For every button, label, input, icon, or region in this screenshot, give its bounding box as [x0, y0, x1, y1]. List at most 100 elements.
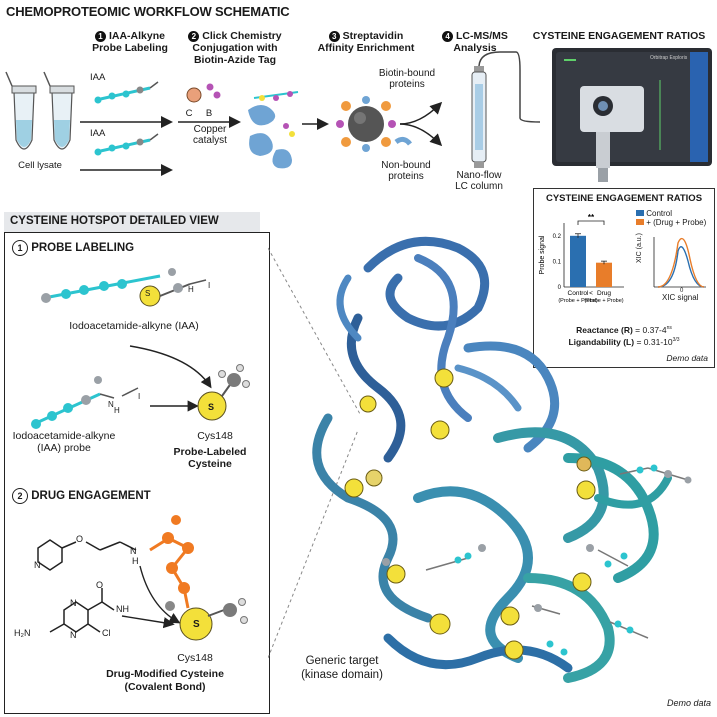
mass-spectrometer-icon	[552, 48, 712, 182]
atom-c-label: C	[185, 108, 193, 119]
protein-label: Generic target (kinase domain)	[286, 654, 398, 682]
atom-i-1: I	[208, 281, 211, 290]
atom-n-amide: N	[130, 546, 137, 556]
probe-line1: Iodoacetamide-alkyne	[12, 430, 116, 442]
significance-bracket	[577, 220, 605, 225]
drug-mod-line2: (Covalent Bond)	[124, 681, 206, 693]
ligandability-value: = 0.31-10	[636, 337, 673, 347]
step2-line2: Conjugation with	[192, 42, 278, 54]
legend-control: Control	[636, 209, 712, 218]
copper-line2: catalyst	[193, 135, 227, 146]
drug-modified-label: Drug-Modified Cysteine (Covalent Bond)	[60, 668, 270, 694]
cys-bottom-label: Cys148	[177, 652, 213, 664]
workflow-title: CHEMOPROTEOMIC WORKFLOW SCHEMATIC	[6, 4, 290, 19]
atom-n-probe: N	[108, 400, 114, 409]
y-tick-label: 0.2	[553, 234, 562, 240]
atom-n-pyridine: N	[34, 560, 41, 570]
step2-line3: Biotin-Azide Tag	[193, 54, 277, 66]
y-tick-label: 0.1	[553, 259, 562, 265]
xic-tick: 0	[680, 288, 684, 294]
copper-catalyst-label: Copper catalyst	[180, 124, 240, 146]
atom-s-2: S	[208, 402, 215, 412]
x-tick-label: Control	[568, 290, 590, 297]
workflow-diagram	[5, 48, 712, 182]
xic-plot	[653, 237, 706, 288]
legend-swatch-control	[636, 210, 644, 216]
y-axis-label: Probe signal	[539, 235, 546, 274]
legend-drug: + (Drug + Probe)	[636, 218, 712, 227]
lc-column-icon	[471, 51, 541, 168]
step3-line1: Streptavidin	[342, 30, 404, 42]
cell-lysate-label: Cell lysate	[18, 160, 62, 171]
reactance-value: = 0.37-4	[635, 325, 667, 335]
probe-labeled-label: Probe-Labeled Cysteine	[150, 446, 270, 470]
reactance-label: Reactance (R)	[576, 325, 633, 335]
section2-number: 2	[12, 488, 28, 504]
reactance-stat: Reactance (R) = 0.37-4ns	[534, 325, 714, 335]
step4-line1: LC-MS/MS	[456, 30, 508, 42]
probe-labeling-diagram	[31, 268, 250, 429]
drug-mod-line1: Drug-Modified Cysteine	[106, 668, 224, 680]
legend-swatch-drug	[636, 219, 644, 225]
copper-line1: Copper	[193, 124, 227, 135]
protein-demo-label: Demo data	[666, 698, 711, 708]
y-tick-label: 0	[558, 285, 562, 291]
instrument-label: Orbitrap Exploris	[650, 55, 688, 61]
hotspot-header-bar	[4, 212, 260, 232]
section1-title-text: PROBE LABELING	[31, 242, 135, 254]
streptavidin-bead-icon	[336, 96, 396, 152]
step1-number: 1	[95, 31, 107, 42]
atom-b-label: B	[205, 108, 213, 119]
protein-label-line1: Generic target	[305, 655, 379, 667]
iaa-bottom-label: IAA	[90, 128, 106, 139]
x-tick-sublabel: (Probe + Probe)	[558, 298, 597, 304]
x-tick-sublabel: (Probe + Probe)	[584, 298, 623, 304]
atom-o: O	[76, 534, 84, 544]
ligandability-stat: Ligandability (L) = 0.31-103/3	[534, 337, 714, 347]
atom-nh-1: H	[188, 285, 194, 294]
iaa-top-label: IAA	[90, 72, 106, 83]
x-tick-joiner: <	[589, 290, 593, 297]
x-tick-label: Drug	[597, 290, 611, 297]
biotin-line2: proteins	[389, 79, 425, 90]
step3-line2: Affinity Enrichment	[317, 42, 415, 54]
bar-drug	[596, 262, 612, 287]
iaa-molecule-icon	[94, 81, 159, 104]
step2-header: 2 Click Chemistry Conjugation with Bioti…	[180, 30, 290, 66]
atom-o-amide: O	[96, 580, 104, 590]
legend-control-label: Control	[646, 209, 673, 218]
nonbound-line2: proteins	[388, 171, 424, 182]
nonbound-line1: Non-bound	[381, 160, 431, 171]
column-line2: LC column	[455, 181, 503, 192]
step4-number: 4	[442, 31, 454, 42]
ligandability-sup: 3/3	[672, 337, 680, 344]
step1-line2: Probe Labeling	[92, 42, 168, 54]
chart-legend: Control + (Drug + Probe)	[636, 209, 712, 227]
drug-engagement-diagram	[37, 515, 248, 641]
xic-signal-label: XIC signal	[662, 293, 699, 302]
sulfur-atoms	[344, 368, 596, 660]
reactance-sup: ns	[666, 325, 672, 332]
atom-n-pyrazine-bottom: N	[70, 630, 77, 640]
iaa-name-label: Iodoacetamide-alkyne (IAA)	[69, 320, 199, 332]
atom-h2n: H₂N	[14, 628, 31, 638]
step2-number: 2	[188, 31, 200, 42]
chart-title: CYSTEINE ENGAGEMENT RATIOS	[545, 193, 703, 204]
atom-n-pyrazine-top: N	[70, 598, 77, 608]
protein-blob-icon	[248, 91, 299, 169]
chart-demo-label: Demo data	[666, 353, 708, 363]
section2-title-text: DRUG ENGAGEMENT	[31, 490, 151, 502]
column-line1: Nano-flow	[456, 170, 502, 181]
atom-s-3: S	[193, 619, 200, 630]
probe-labeled-line2: Cysteine	[188, 458, 232, 470]
step3-header: 3 Streptavidin Affinity Enrichment	[312, 30, 420, 54]
non-bound-label: Non-bound proteins	[374, 160, 438, 182]
atom-h-amide: H	[132, 556, 139, 566]
step3-number: 3	[328, 31, 340, 42]
biotin-atom-icon	[206, 83, 214, 91]
atom-cl: Cl	[102, 628, 111, 638]
section2-title: 2 DRUG ENGAGEMENT	[12, 488, 151, 504]
tube-icon	[5, 71, 37, 150]
probe-line2: (IAA) probe	[37, 442, 91, 454]
